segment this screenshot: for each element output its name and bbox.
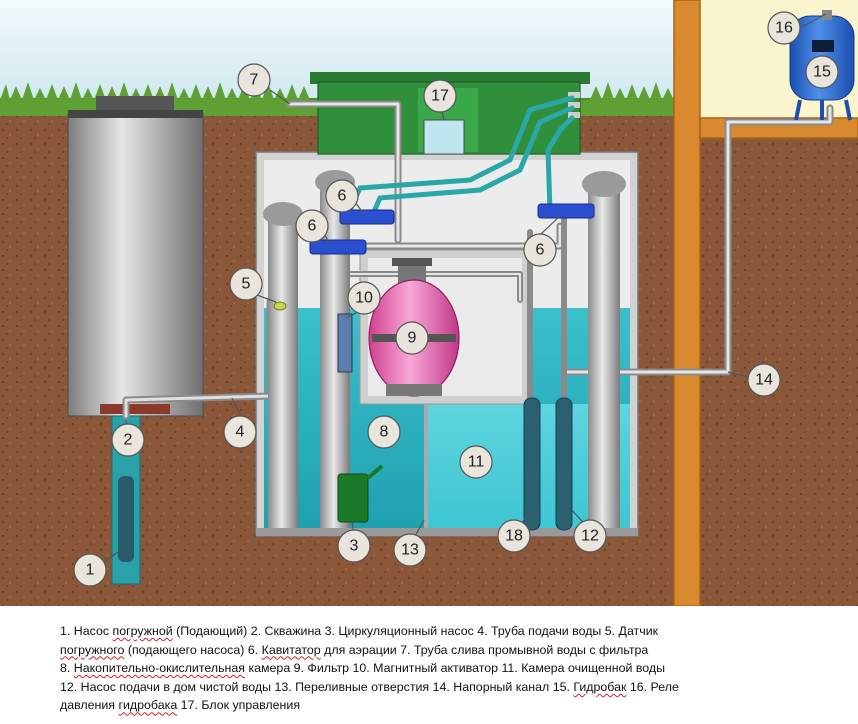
callout-2-circle bbox=[111, 423, 145, 457]
callout-6b-circle bbox=[295, 209, 329, 243]
magnetic-activator bbox=[337, 313, 353, 373]
legend-text: для аэрации 7. Труба слива промывной вод… bbox=[320, 642, 649, 657]
legend-text: погружного bbox=[60, 642, 125, 657]
callout-7-label: 7 bbox=[250, 72, 259, 89]
callout-14-label: 14 bbox=[755, 372, 773, 389]
callout-1-circle bbox=[73, 553, 107, 587]
legend-line-1: 1. Насос погружной (Подающий) 2. Скважин… bbox=[60, 622, 840, 641]
callout-3-circle bbox=[337, 529, 371, 563]
callout-16-label: 16 bbox=[775, 20, 793, 37]
clean-water-pumps bbox=[523, 397, 573, 531]
legend-line-5: давления гидробака 17. Блок управления bbox=[60, 696, 840, 715]
cavitators bbox=[309, 203, 595, 255]
callout-6a-circle bbox=[325, 179, 359, 213]
callout-6b-label: 6 bbox=[308, 218, 317, 235]
callout-6a-label: 6 bbox=[338, 188, 347, 205]
callout-18-circle bbox=[497, 519, 531, 553]
callout-9-circle bbox=[395, 321, 429, 355]
callout-12-label: 12 bbox=[581, 528, 599, 545]
callout-13-circle bbox=[393, 533, 427, 567]
callout-11-label: 11 bbox=[468, 454, 485, 471]
legend-text: Кавитатор bbox=[261, 642, 321, 657]
callout-2-label: 2 bbox=[124, 432, 133, 449]
callout-1-label: 1 bbox=[86, 562, 95, 579]
legend-line-4: 12. Насос подачи в дом чистой воды 13. П… bbox=[60, 678, 840, 697]
callout-15-circle bbox=[805, 55, 839, 89]
legend-line-2: погружного (подающего насоса) 6. Кавитат… bbox=[60, 641, 840, 660]
callout-4-circle bbox=[223, 415, 257, 449]
callout-6c-circle bbox=[523, 233, 557, 267]
callout-3-label: 3 bbox=[350, 538, 359, 555]
callout-4-label: 4 bbox=[236, 424, 245, 441]
level-sensor bbox=[273, 301, 287, 311]
callout-5-label: 5 bbox=[242, 276, 251, 293]
aeration-hoses bbox=[347, 95, 575, 219]
legend-text: гидробака bbox=[118, 698, 178, 713]
legend-text: (подающего насоса) 6. bbox=[124, 642, 262, 657]
legend-line-3: 8. Накопительно-окислительная камера 9. … bbox=[60, 659, 840, 678]
legend-text: Накопительно-окислительная bbox=[73, 661, 245, 676]
callout-12-circle bbox=[573, 519, 607, 553]
legend: 1. Насос погружной (Подающий) 2. Скважин… bbox=[60, 622, 840, 715]
callout-6c-label: 6 bbox=[536, 242, 545, 259]
callout-bubbles bbox=[73, 11, 839, 587]
legend-text: 16. Реле bbox=[626, 679, 679, 694]
callout-17-label: 17 bbox=[431, 88, 449, 105]
callout-16-circle bbox=[767, 11, 801, 45]
callout-10-circle bbox=[347, 281, 381, 315]
callout-labels: 1 2 3 4 5 6 6 6 7 8 9 10 11 12 13 14 15 … bbox=[86, 20, 831, 579]
legend-text: давления bbox=[60, 698, 119, 713]
callout-15-label: 15 bbox=[813, 64, 831, 81]
callout-9-label: 9 bbox=[408, 330, 417, 347]
legend-text: погружной bbox=[112, 624, 173, 638]
septic-water-treatment-diagram: 1 2 3 4 5 6 6 6 7 8 9 10 11 12 13 14 15 … bbox=[0, 0, 858, 606]
callout-11-circle bbox=[459, 445, 493, 479]
callout-17-circle bbox=[423, 79, 457, 113]
legend-text: камера 9. Фильтр 10. Магнитный активатор… bbox=[245, 661, 666, 676]
callout-13-label: 13 bbox=[401, 542, 419, 559]
callout-14-circle bbox=[747, 363, 781, 397]
callout-7-circle bbox=[237, 63, 271, 97]
callout-18-label: 18 bbox=[505, 528, 523, 545]
house bbox=[673, 0, 858, 606]
legend-text: Гидробак bbox=[573, 679, 627, 694]
legend-text: 8. bbox=[60, 661, 74, 676]
circulation-pump bbox=[337, 464, 384, 523]
callout-8-circle bbox=[367, 415, 401, 449]
legend-text: 12. Насос подачи в дом чистой воды 13. П… bbox=[60, 679, 574, 694]
callout-8-label: 8 bbox=[380, 424, 389, 441]
callout-10-label: 10 bbox=[355, 290, 373, 307]
legend-text: 17. Блок управления bbox=[177, 698, 301, 713]
legend-text: 1. Насос bbox=[60, 624, 113, 638]
legend-text: (Подающий) 2. Скважина 3. Циркуляционный… bbox=[172, 624, 659, 638]
callout-5-circle bbox=[229, 267, 263, 301]
